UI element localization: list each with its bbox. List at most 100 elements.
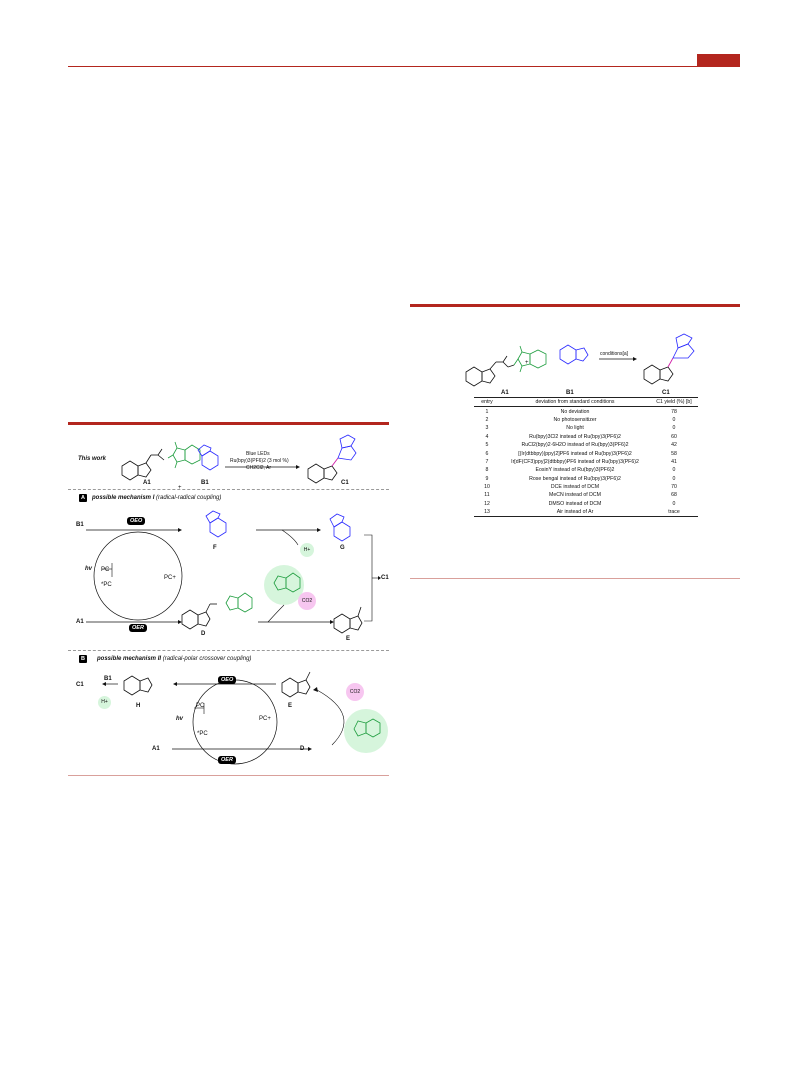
panel-a-oer: OER (129, 624, 147, 632)
scheme-top-rule (68, 422, 389, 425)
cell-deviation: DMSO instead of DCM (548, 500, 602, 507)
cell-yield: 58 (671, 450, 677, 457)
panel-a-subtitle: (radical-radical coupling) (156, 495, 222, 501)
scheme-bottom-rule (68, 775, 389, 776)
table-header-row: entry deviation from standard conditions… (474, 396, 698, 408)
cell-deviation: Air instead of Ar (500, 508, 650, 518)
cell-yield: 60 (671, 433, 677, 440)
cell-yield: 0 (672, 467, 676, 474)
panel-a-title-text: possible mechanism I (92, 495, 155, 501)
cell-entry: 7 (485, 458, 489, 465)
cell-entry: 8 (485, 467, 489, 474)
cell-yield: 70 (671, 484, 677, 491)
table-top-rule (410, 304, 740, 307)
cell-entry: 2 (485, 416, 489, 423)
cell-yield: 0 (672, 475, 676, 482)
panel-b-badge: B (79, 655, 87, 663)
header-entry: entry (474, 396, 500, 408)
panel-a-h-plus: H+ (300, 543, 314, 557)
panel-b-co2: CO2 (346, 683, 364, 701)
cell-entry: 4 (485, 433, 489, 440)
header-rule (68, 66, 740, 67)
cell-yield: 42 (671, 442, 677, 449)
panel-a-title: possible mechanism I (radical-radical co… (92, 495, 221, 501)
label-d: D (201, 631, 206, 637)
cell-deviation: EosinY instead of Ru(bpy)3(PF6)2 (535, 467, 615, 474)
table-plus: + (525, 360, 529, 366)
cell-deviation: RuCl2(bpy)2·6H2O instead of Ru(bpy)3(PF6… (521, 442, 629, 449)
table-label-c1: C1 (662, 390, 670, 396)
panel-b-oeo: OEO (218, 676, 237, 684)
header-deviation: deviation from standard conditions (500, 396, 650, 408)
top-plus: + (178, 485, 182, 491)
this-work-label: This work (78, 456, 107, 462)
label-f: F (213, 545, 217, 551)
cell-yield: 68 (671, 492, 677, 499)
cell-yield: 0 (672, 416, 676, 423)
cell-deviation: MeCN instead of DCM (549, 492, 601, 499)
label-b1-top: B1 (201, 480, 209, 486)
table-reaction-scheme (465, 333, 695, 387)
table-row: 10 DCE instead of DCM 70 (474, 483, 698, 491)
panel-b-pc-plus: PC+ (259, 716, 271, 722)
cell-yield: 0 (672, 500, 676, 507)
cell-entry: 11 (484, 492, 490, 499)
panel-a-c1: C1 (381, 575, 389, 581)
optimization-table: entry deviation from standard conditions… (474, 396, 698, 518)
panel-a-graphic (86, 510, 381, 634)
header-yield: C1 yield (%) [b] (650, 396, 698, 408)
cell-entry: 3 (485, 425, 489, 432)
cell-yield: 0 (672, 425, 676, 432)
table-row: 2 No photosensitizer 0 (474, 416, 698, 424)
panel-a-pc: PC (101, 567, 110, 573)
label-h: H (136, 703, 141, 709)
table-row: 6[(Ir(dtbbpy)(ppy)2]PF6 instead of Ru(bp… (474, 449, 698, 457)
table-row: 12 DMSO instead of DCM 0 (474, 500, 698, 508)
cond-line-2: Ru(bpy)3(PF6)2 (3 mol %) (230, 458, 289, 464)
panel-b-e: E (288, 703, 293, 709)
header-tab (697, 54, 740, 67)
cell-deviation: No photosensitizer (553, 416, 597, 423)
cell-deviation: DCE instead of DCM (550, 484, 600, 491)
cell-deviation: Rose bengal instead of Ru(bpy)3(PF6)2 (529, 475, 621, 482)
table-row: 3 No light 0 (474, 424, 698, 432)
cell-deviation: [(Ir(dtbbpy)(ppy)2]PF6 instead of Ru(bpy… (518, 450, 632, 457)
cell-entry: 12 (484, 500, 490, 507)
panel-b-d: D (300, 746, 305, 752)
panel-b-c1: C1 (76, 682, 84, 688)
panel-b-h-plus: H+ (98, 696, 111, 709)
panel-b-title-text: possible mechanism II (97, 656, 162, 662)
label-e: E (346, 636, 351, 642)
table-conditions-label: conditions[a] (600, 351, 629, 357)
divider-2 (68, 650, 389, 651)
label-g: G (340, 545, 345, 551)
panel-b-hv: hv (176, 716, 184, 722)
panel-a-badge: A (79, 494, 87, 502)
panel-b-pc-star: *PC (197, 731, 208, 737)
cell-entry: 13 (474, 508, 500, 518)
cell-entry: 5 (485, 442, 489, 449)
panel-a-hv: hv (85, 566, 93, 572)
cond-line-3: CH2Cl2, Ar (246, 465, 272, 471)
cell-yield: 41 (671, 458, 677, 465)
label-c1-top: C1 (341, 480, 349, 486)
cell-deviation: No deviation (560, 408, 590, 415)
label-a1-top: A1 (143, 480, 151, 486)
cell-entry: 10 (484, 484, 490, 491)
panel-b-pc: PC (196, 703, 205, 709)
panel-a-oeo: OEO (127, 517, 146, 525)
panel-b-b1: B1 (104, 676, 112, 682)
cell-deviation: No light (566, 425, 584, 432)
panel-a-pc-plus: PC+ (164, 575, 176, 581)
table-bottom-rule (410, 578, 740, 579)
scheme-top-reaction (121, 434, 357, 484)
table-row: 11 MeCN instead of DCM 68 (474, 491, 698, 499)
cell-entry: 1 (485, 408, 489, 415)
table-row: 8 EosinY instead of Ru(bpy)3(PF6)2 0 (474, 466, 698, 474)
table-label-a1: A1 (501, 390, 509, 396)
panel-a-a1: A1 (76, 619, 84, 625)
